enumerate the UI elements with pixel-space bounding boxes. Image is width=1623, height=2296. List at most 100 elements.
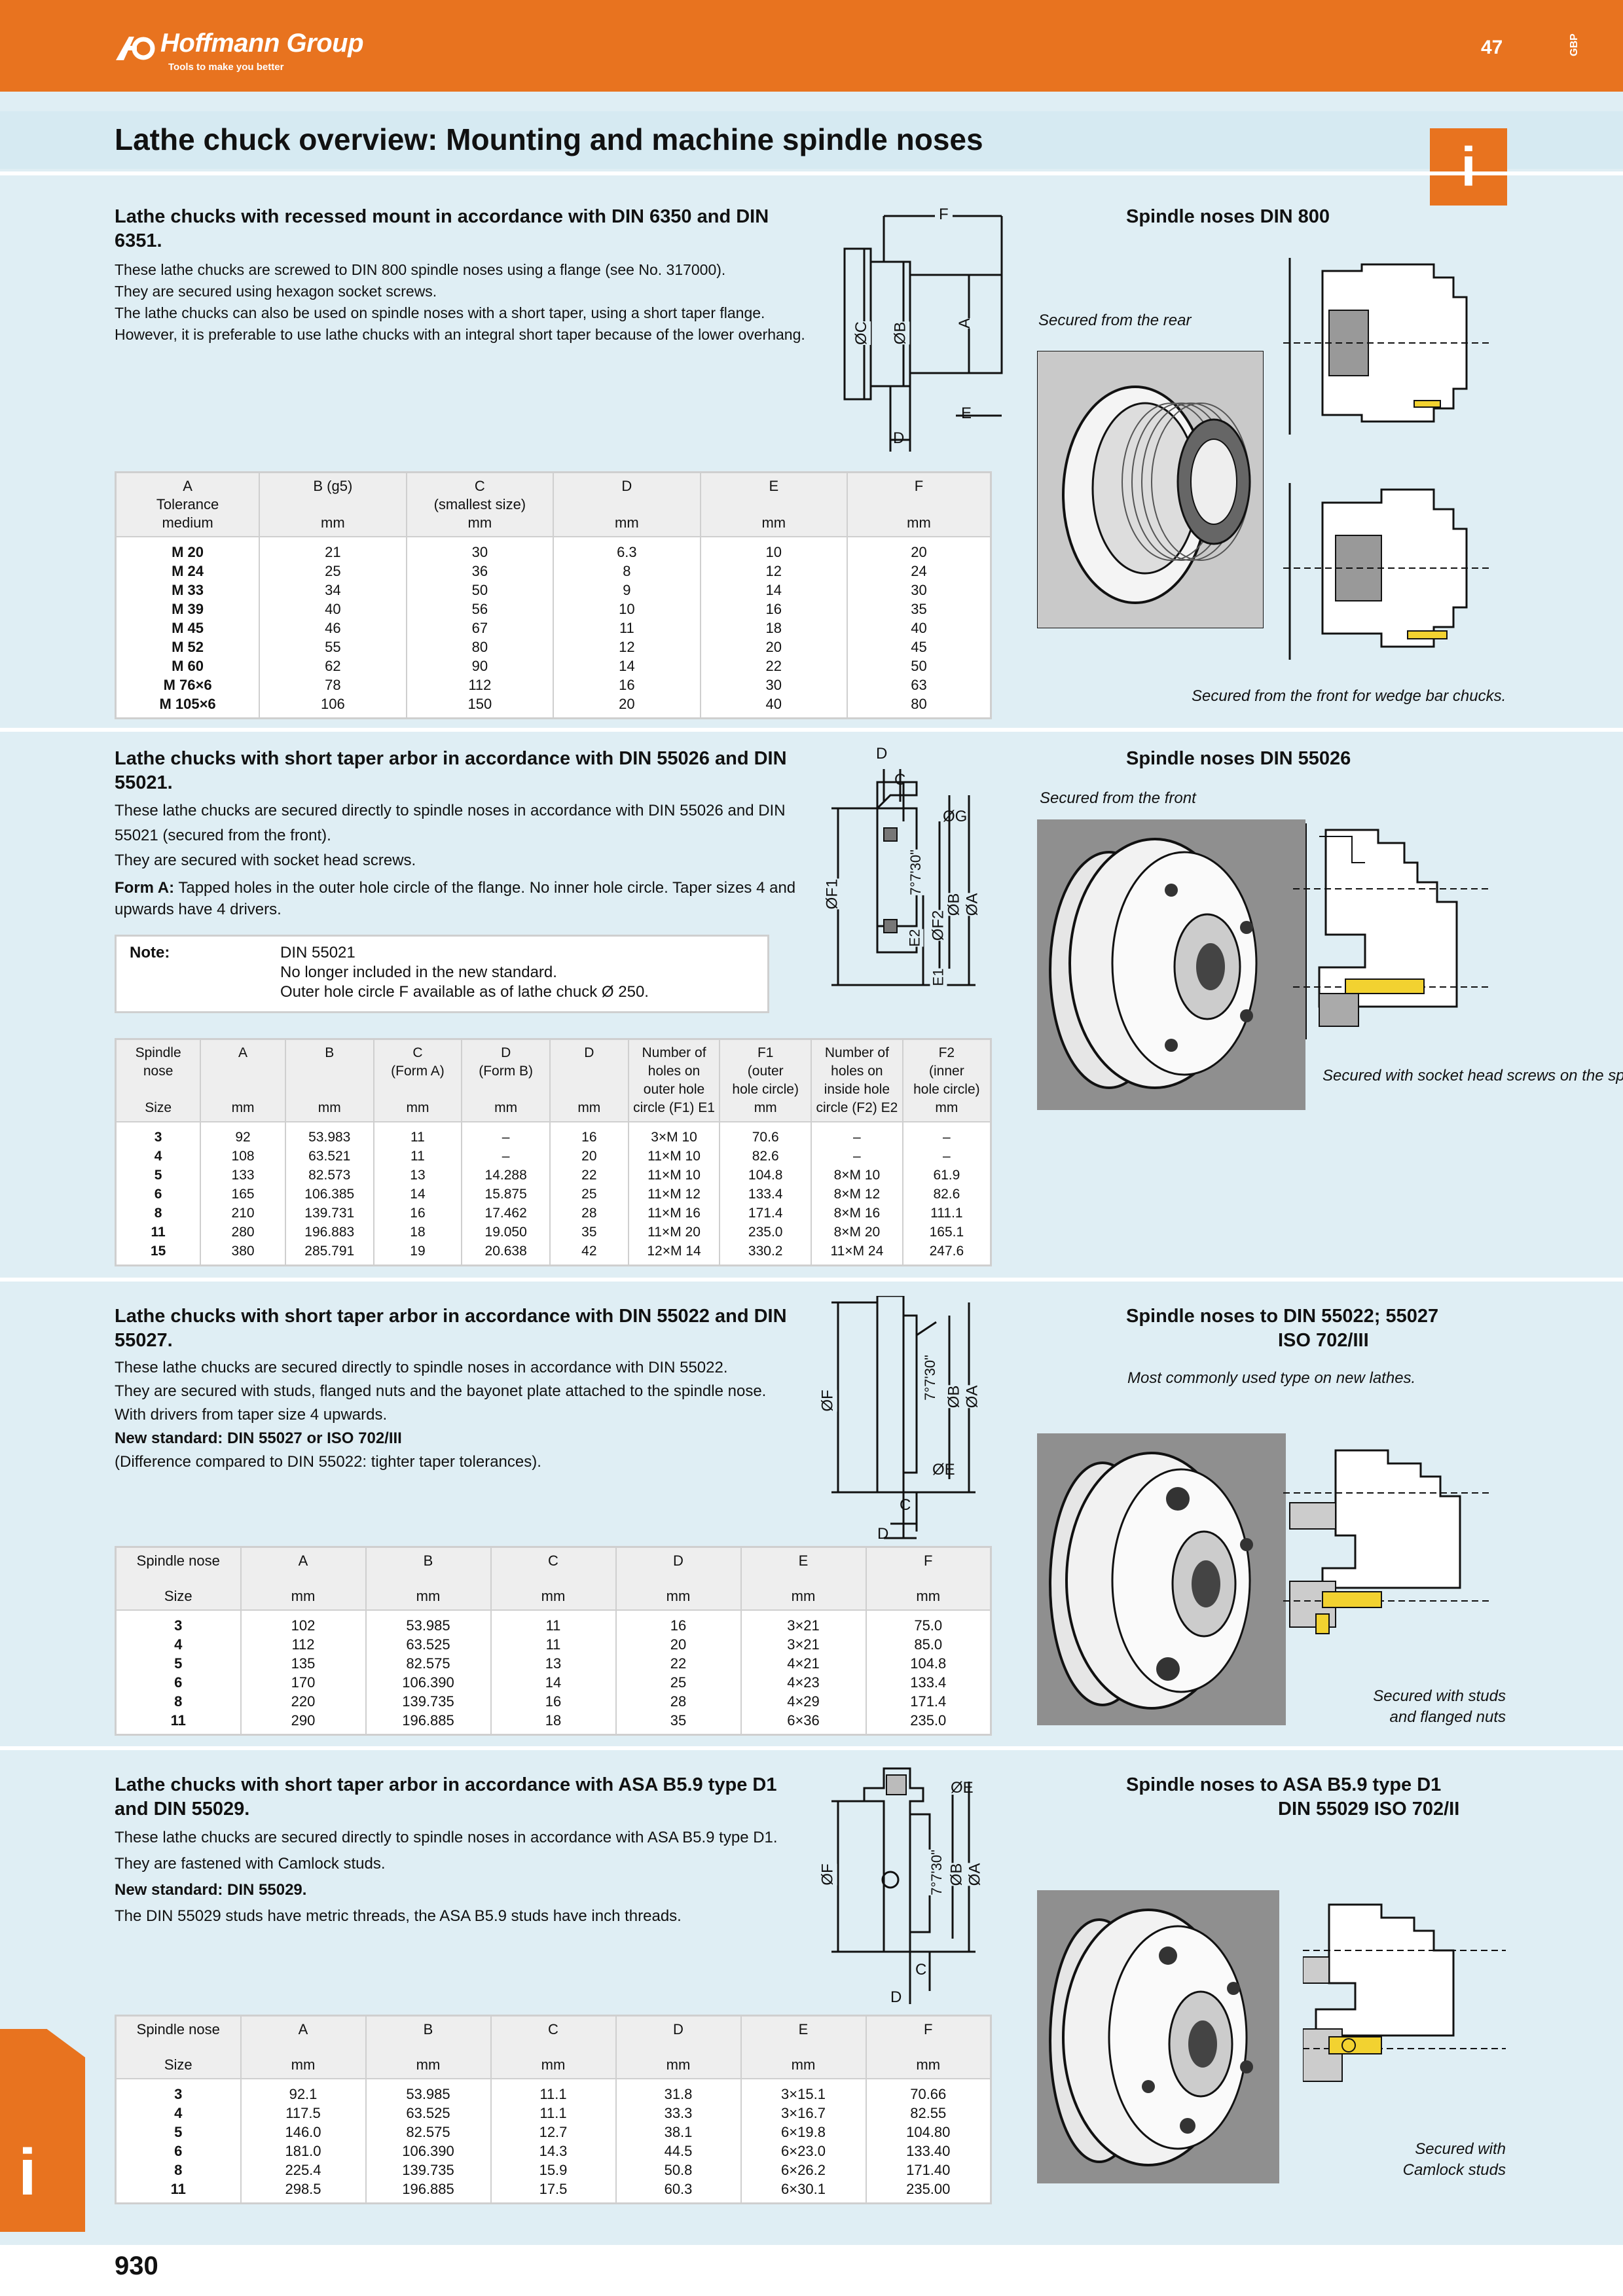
table-cell: 16 (550, 1122, 629, 1147)
table-cell: 4 (115, 2104, 242, 2123)
form-a-description: Tapped holes in the outer hole circle of… (115, 879, 796, 918)
table-cell: 18 (700, 619, 848, 637)
table-cell: 133.40 (906, 2143, 951, 2159)
dimension-label: E (961, 404, 972, 422)
table-cell: 11 (115, 2179, 242, 2204)
table-cell: 8×M 16 (811, 1204, 903, 1223)
table-cell: 92.1 (240, 2079, 367, 2104)
table-cell: 18 (490, 1711, 617, 1735)
table-cell: 220 (240, 1692, 367, 1711)
table-cell: 280 (200, 1223, 286, 1242)
dimension-label: D (893, 429, 905, 447)
table-cell: 40 (700, 694, 848, 719)
dimension-label: ØB (947, 1863, 966, 1886)
brand-tagline: Tools to make you better (168, 62, 284, 73)
table-cell: 106.390 (365, 2142, 492, 2161)
table-cell: 67 (406, 619, 555, 637)
paragraph: These lathe chucks are secured directly … (115, 1359, 728, 1376)
table-cell: 3 (115, 2079, 242, 2104)
table-cell: 4×29 (740, 1692, 867, 1711)
section2-heading: Lathe chucks with short taper arbor in a… (115, 748, 787, 793)
table-cell: 171.4 (720, 1204, 812, 1223)
table-cell: 50 (911, 658, 927, 674)
table-cell: 16 (700, 600, 848, 619)
table-cell: 25 (550, 1185, 629, 1204)
socket-screw-drawing (1293, 823, 1489, 1039)
table-cell: 63.521 (285, 1147, 374, 1166)
table-cell: 11×M 10 (628, 1166, 721, 1185)
table-cell: 36 (406, 562, 555, 581)
table-cell: 8×M 10 (811, 1166, 903, 1185)
table-cell: 10 (700, 537, 848, 562)
dimension-label: ØF (818, 1390, 837, 1412)
table-cell: 11 (490, 1635, 617, 1654)
table-cell: 14.288 (462, 1166, 551, 1185)
table-cell: 102 (240, 1610, 367, 1635)
dimension-label: ØF (818, 1863, 837, 1886)
wedge-bar-chuck-front-drawing (1283, 483, 1493, 660)
table-cell: 139.735 (365, 2161, 492, 2179)
table-cell: 20 (615, 1635, 742, 1654)
table-cell: 53.985 (365, 2079, 492, 2104)
section1-heading: Lathe chucks with recessed mount in acco… (115, 206, 769, 251)
section3-right-heading: Spindle noses to DIN 55022; 55027 (1126, 1306, 1439, 1327)
title-band (0, 111, 1623, 169)
table-cell: 20 (700, 637, 848, 656)
caption: Secured from the rear (1038, 312, 1192, 329)
table-cell: M 60 (115, 656, 261, 675)
table-cell: – (462, 1122, 551, 1147)
table-cell: 11 (373, 1147, 463, 1166)
table-cell: 11×M 10 (628, 1147, 721, 1166)
table-cell: 5 (115, 1654, 242, 1673)
table-cell: 330.2 (720, 1242, 812, 1266)
section-divider (0, 728, 1623, 732)
table-cell: 14 (490, 1673, 617, 1692)
asa-d1-arbor-diagram (831, 1767, 976, 2004)
section-divider (0, 1746, 1623, 1750)
dimension-label: ØA (963, 893, 982, 916)
table-cell: M 52 (115, 637, 261, 656)
table-cell: 11×M 24 (811, 1242, 903, 1266)
section3-text: These lathe chucks are secured directly … (115, 1356, 809, 1474)
section2-text: These lathe chucks are secured directly … (115, 798, 809, 873)
table-cell: 12 (553, 637, 701, 656)
brand-name: Hoffmann Group (160, 29, 364, 58)
table-cell: 139.731 (285, 1204, 374, 1223)
table-cell: 63 (911, 677, 927, 693)
table-cell: 5 (115, 1166, 202, 1185)
table-cell: 35 (911, 601, 927, 617)
note-box: Note: DIN 55021 No longer included in th… (115, 935, 769, 1013)
table-cell: 11×M 20 (628, 1223, 721, 1242)
table-cell: 21 (259, 537, 407, 562)
table-cell: – (811, 1147, 903, 1166)
table-cell: 6×19.8 (740, 2123, 867, 2142)
table-cell: 106.385 (285, 1185, 374, 1204)
table-cell: 40 (911, 620, 927, 636)
table-cell: 298.5 (240, 2179, 367, 2204)
table-cell: M 76×6 (115, 675, 261, 694)
table-cell: 12 (700, 562, 848, 581)
table-cell: 22 (550, 1166, 629, 1185)
table-cell: 6×26.2 (740, 2161, 867, 2179)
dimension-label: C (915, 1961, 927, 1979)
table-cell: 25 (259, 562, 407, 581)
